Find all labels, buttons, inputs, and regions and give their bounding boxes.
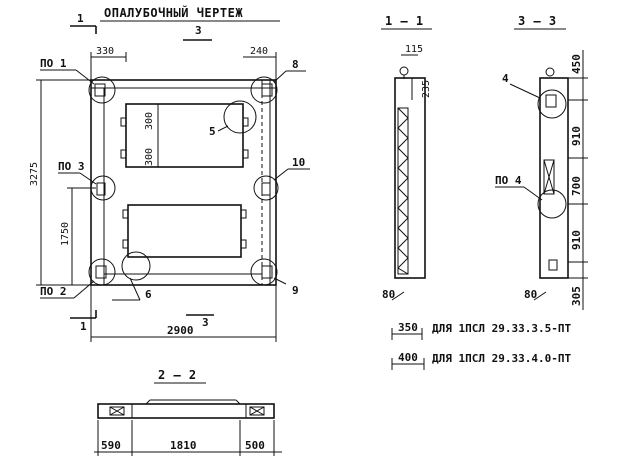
- dim-450: 450: [570, 54, 583, 74]
- callout-9: 9: [273, 277, 299, 297]
- svg-text:6: 6: [145, 288, 152, 301]
- svg-text:ПО 3: ПО 3: [58, 160, 85, 173]
- dim-3275: 3275: [29, 79, 91, 286]
- svg-text:240: 240: [250, 46, 268, 57]
- svg-text:80: 80: [524, 288, 537, 301]
- svg-text:8: 8: [292, 58, 299, 71]
- dim-330: 330: [90, 46, 127, 80]
- dim-115: 115: [405, 44, 423, 55]
- lower-window-opening: [127, 204, 242, 258]
- section-mark-1-bottom: 1: [70, 310, 97, 333]
- callout-5: 5: [209, 125, 229, 138]
- section-2-2-title: 2 — 2: [158, 368, 197, 382]
- svg-text:1750: 1750: [60, 222, 71, 246]
- dim-2900: 2900: [90, 285, 277, 342]
- callout-10: 10: [273, 156, 310, 181]
- svg-text:ПО 2: ПО 2: [40, 285, 67, 298]
- callout-6: 6: [112, 277, 152, 301]
- callout-po2: ПО 2: [40, 280, 95, 299]
- dim-500: 500: [245, 439, 265, 452]
- svg-text:3: 3: [195, 24, 202, 37]
- section-3-3-view: [537, 67, 569, 279]
- svg-text:ПО 1: ПО 1: [40, 57, 67, 70]
- section-mark-1-top: 1: [70, 12, 97, 34]
- svg-text:3: 3: [202, 316, 209, 329]
- panel-plan-view: [88, 76, 279, 286]
- svg-text:5: 5: [209, 125, 216, 138]
- callout-4: 4: [502, 72, 541, 99]
- callout-8: 8: [273, 58, 306, 83]
- section-mark-3-top: 3: [183, 24, 212, 41]
- section-3-3-title: 3 — 3: [518, 14, 557, 28]
- svg-text:ПО 4: ПО 4: [495, 174, 522, 187]
- callout-po3: ПО 3: [58, 160, 97, 185]
- svg-text:10: 10: [292, 156, 305, 169]
- svg-text:9: 9: [292, 284, 299, 297]
- dim-700: 700: [570, 176, 583, 196]
- section-2-2-view: [97, 399, 275, 419]
- section-mark-3-bottom: 3: [186, 314, 214, 329]
- svg-text:4: 4: [502, 72, 509, 85]
- svg-text:1: 1: [77, 12, 84, 25]
- section-1-1-title: 1 — 1: [385, 14, 424, 28]
- dim-300-upper: 300: [144, 112, 155, 130]
- dim-1750: 1750: [60, 187, 96, 285]
- dim-910-lower: 910: [570, 230, 583, 250]
- svg-text:330: 330: [96, 46, 114, 57]
- svg-text:3275: 3275: [29, 162, 40, 186]
- dim-305: 305: [570, 286, 583, 306]
- svg-text:300: 300: [144, 148, 155, 166]
- dim-910-upper: 910: [570, 126, 583, 146]
- dim-590: 590: [101, 439, 121, 452]
- dim-300-lower: 300: [144, 148, 155, 166]
- dim-1810: 1810: [170, 439, 197, 452]
- upper-window-opening: [125, 103, 244, 168]
- dim-80-s3: 80: [524, 288, 547, 301]
- svg-text:ДЛЯ 1ПСЛ 29.33.3.5-ПТ: ДЛЯ 1ПСЛ 29.33.3.5-ПТ: [432, 322, 571, 335]
- section-1-1-view: 115 235 80: [382, 44, 432, 301]
- dim-80-s1: 80: [382, 288, 395, 301]
- note-400: 400 ДЛЯ 1ПСЛ 29.33.4.0-ПТ: [391, 351, 571, 370]
- callout-po1: ПО 1: [40, 57, 95, 85]
- svg-text:1: 1: [80, 320, 87, 333]
- dim-2-2-chain: 590 1810 500: [94, 420, 282, 456]
- svg-text:350: 350: [398, 321, 418, 334]
- svg-text:2900: 2900: [167, 324, 194, 337]
- drawing-title: ОПАЛУБОЧНЫЙ ЧЕРТЕЖ: [104, 5, 243, 20]
- svg-text:400: 400: [398, 351, 418, 364]
- svg-text:300: 300: [144, 112, 155, 130]
- dim-3-3-vertical-chain: 450 910 700 910 305: [568, 50, 588, 310]
- note-350: 350 ДЛЯ 1ПСЛ 29.33.3.5-ПТ: [391, 321, 571, 340]
- dim-235: 235: [421, 80, 432, 98]
- callout-po4: ПО 4: [495, 174, 543, 201]
- dim-240: 240: [243, 46, 277, 80]
- svg-text:ДЛЯ 1ПСЛ 29.33.4.0-ПТ: ДЛЯ 1ПСЛ 29.33.4.0-ПТ: [432, 352, 571, 365]
